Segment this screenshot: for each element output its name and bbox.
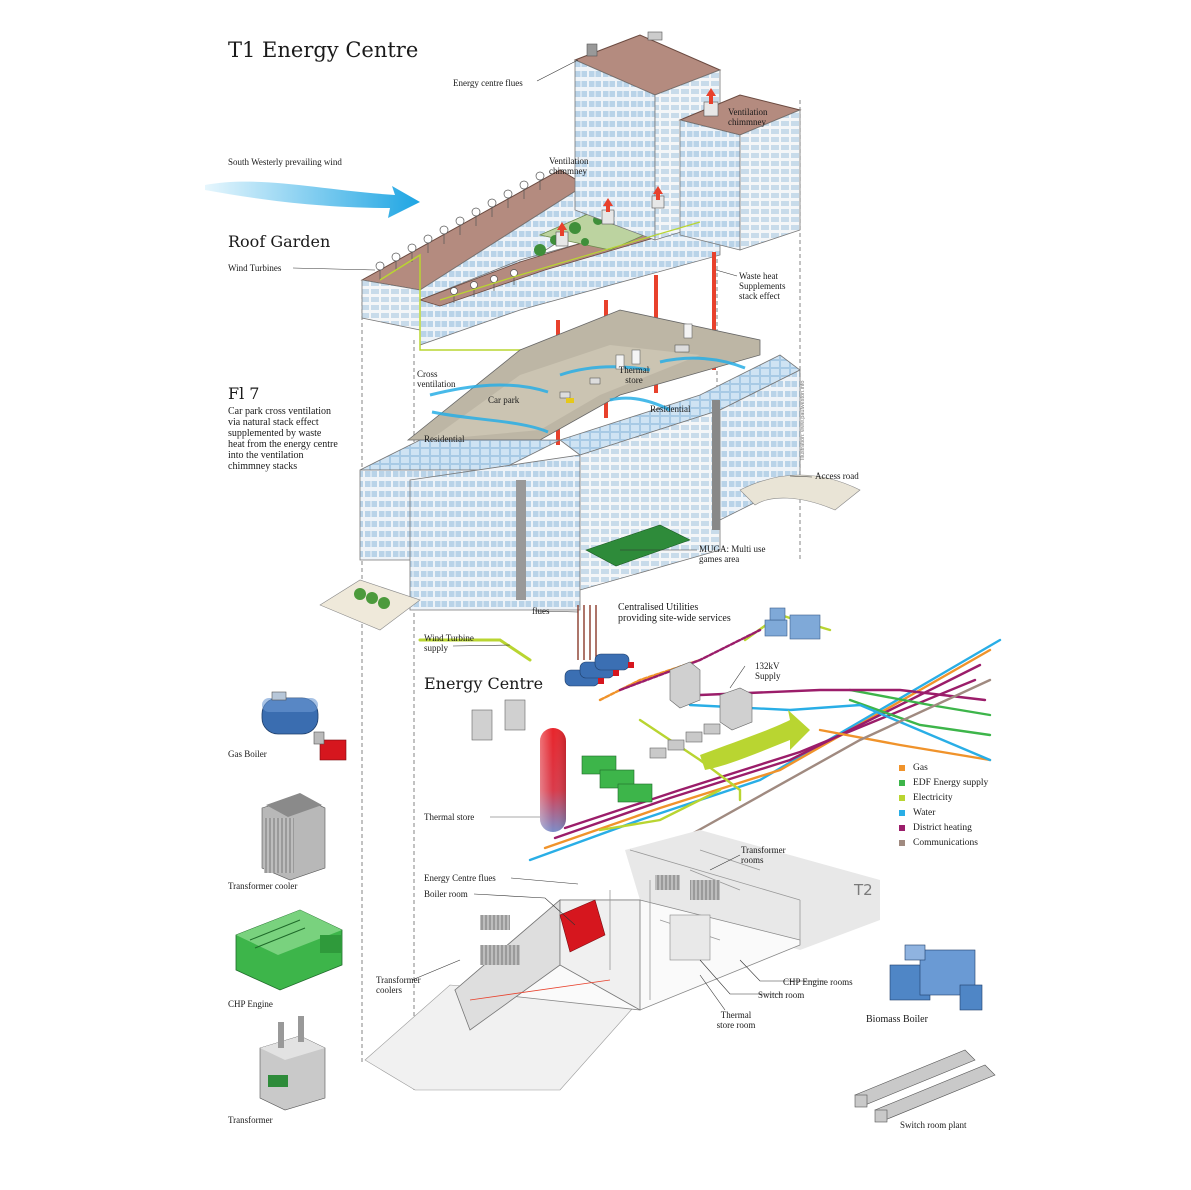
illustration-credit: Illustration: www.paulweston.info <box>800 380 806 460</box>
legend-swatch <box>899 794 905 801</box>
transformer-icon <box>259 1016 326 1111</box>
label-residential-right: Residential <box>650 404 691 414</box>
label-132kv-supply: 132kV Supply <box>755 661 781 681</box>
label-residential-left: Residential <box>424 434 465 444</box>
legend-label: EDF Energy supply <box>913 777 989 788</box>
electricity-arrow <box>700 710 810 770</box>
label-energy-centre-flues-top: Energy centre flues <box>453 78 523 88</box>
boiler-cluster <box>564 653 634 687</box>
label-flues: flues <box>532 606 550 616</box>
biomass-unit-top <box>764 607 821 640</box>
label-ventilation-chimney-right: Ventilation chimmney <box>728 107 768 127</box>
component-label-transformer: Transformer <box>228 1115 273 1125</box>
legend-item: Gas <box>899 760 988 775</box>
label-ventilation-chimney-mid: Ventilation chimmney <box>549 156 589 176</box>
legend-item: Communications <box>899 835 988 850</box>
component-label-gas-boiler: Gas Boiler <box>228 749 267 759</box>
label-car-park: Car park <box>488 395 520 405</box>
label-centralised-utilities: Centralised Utilities providing site-wid… <box>618 602 731 624</box>
legend-label: Gas <box>913 762 928 773</box>
label-thermal-store: Thermal store <box>424 812 475 822</box>
legend-item: EDF Energy supply <box>899 775 988 790</box>
flue-pipes <box>577 605 597 660</box>
legend-swatch <box>899 809 905 816</box>
legend-item: Electricity <box>899 790 988 805</box>
transformer-cooler-icon <box>261 793 326 881</box>
t2-label: T2 <box>854 881 873 899</box>
label-thermal-store-fl7: Thermal store <box>618 365 650 385</box>
roof-garden-building <box>360 31 802 351</box>
label-wind-turbine-supply: Wind Turbine supply <box>424 633 474 653</box>
legend-swatch <box>899 824 905 831</box>
component-label-transformer-cooler: Transformer cooler <box>228 881 298 891</box>
prevailing-wind-arrow <box>205 181 420 218</box>
gas-boiler-icon <box>261 691 347 761</box>
label-muga: MUGA: Multi use games area <box>699 544 766 564</box>
label-cross-ventilation: Cross ventilation <box>417 369 456 389</box>
biomass-boiler-icon <box>889 944 983 1011</box>
label-chp-engine-rooms: CHP Engine rooms <box>783 977 853 987</box>
legend-swatch <box>899 779 905 786</box>
component-label-biomass-boiler: Biomass Boiler <box>866 1014 928 1025</box>
component-label-switch-room-plant: Switch room plant <box>900 1120 967 1130</box>
legend-swatch <box>899 764 905 771</box>
switch-room-plant-icon <box>854 1049 996 1123</box>
energy-centre-floorplan <box>364 830 880 1091</box>
component-label-chp-engine: CHP Engine <box>228 999 273 1009</box>
chp-engine-icon <box>235 909 343 991</box>
label-thermal-store-room: Thermal store room <box>716 1010 756 1030</box>
wind-turbine-icons <box>375 171 545 303</box>
chp-engines <box>581 755 653 803</box>
label-prevailing-wind: South Westerly prevailing wind <box>228 157 342 167</box>
utilities-legend: Gas EDF Energy supply Electricity Water … <box>899 760 988 850</box>
car-park-building <box>319 309 861 631</box>
label-energy-centre-flues: Energy Centre flues <box>424 873 496 883</box>
legend-label: Communications <box>913 837 978 848</box>
legend-label: Water <box>913 807 936 818</box>
roof-garden-title: Roof Garden <box>228 232 331 251</box>
label-transformer-coolers: Transformer coolers <box>376 975 421 995</box>
label-transformer-rooms: Transformer rooms <box>741 845 786 865</box>
energy-centre-title: Energy Centre <box>424 674 544 693</box>
legend-label: Electricity <box>913 792 953 803</box>
transformer-units <box>471 661 753 741</box>
label-wind-turbines: Wind Turbines <box>228 263 282 273</box>
legend-swatch <box>899 839 905 846</box>
legend-item: District heating <box>899 820 988 835</box>
thermal-store-tank <box>490 728 566 832</box>
label-waste-heat: Waste heat Supplements stack effect <box>739 271 786 301</box>
main-title: T1 Energy Centre <box>228 38 419 62</box>
legend-item: Water <box>899 805 988 820</box>
label-boiler-room: Boiler room <box>424 889 468 899</box>
switch-plant-units <box>649 723 721 759</box>
floor7-title: Fl 7 <box>228 384 260 403</box>
legend-label: District heating <box>913 822 972 833</box>
leader-lines <box>292 59 825 1011</box>
label-access-road: Access road <box>815 471 859 481</box>
label-switch-room: Switch room <box>758 990 805 1000</box>
floor7-description: Car park cross ventilation via natural s… <box>228 406 338 472</box>
